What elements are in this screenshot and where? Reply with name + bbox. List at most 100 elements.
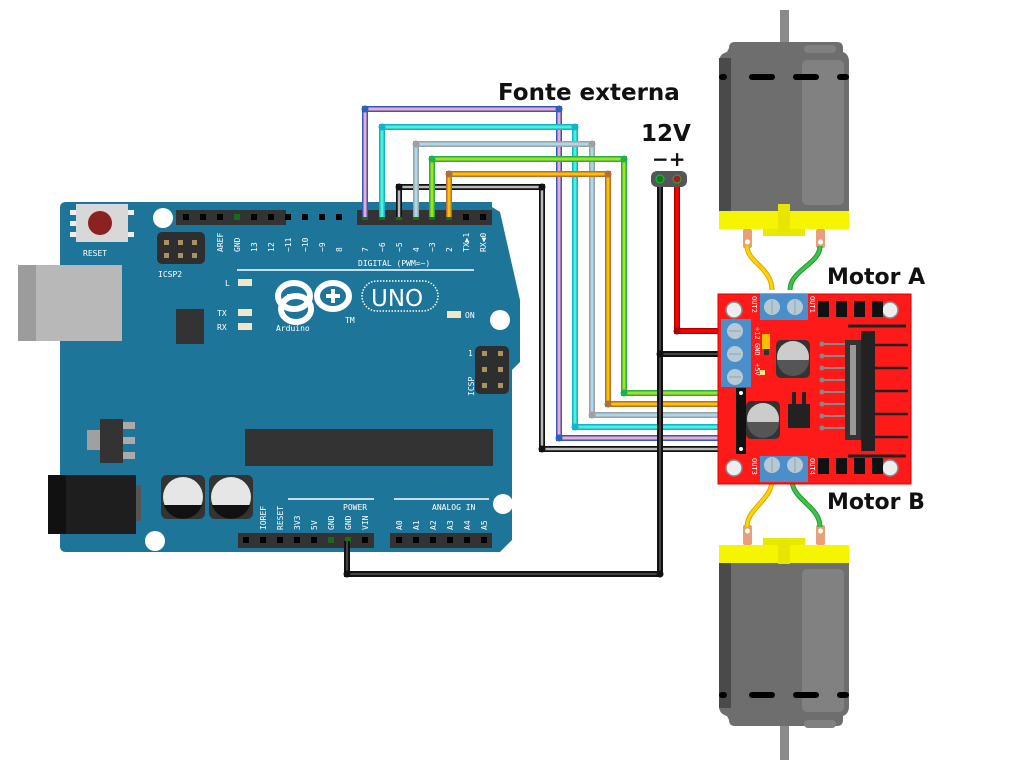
digital-pin-label: ~5 (395, 242, 404, 252)
header-pin[interactable] (183, 214, 189, 220)
out4-label: OUT4 (808, 458, 816, 475)
motor-a-wire-yellow (744, 245, 775, 291)
power-header-pin[interactable] (362, 537, 368, 543)
terminal-out3-out4 (760, 456, 808, 482)
chip-pin-pad (819, 413, 825, 419)
analog-header-pin[interactable] (396, 537, 402, 543)
analog-pin-label: A1 (412, 520, 421, 530)
supply-positive-terminal (672, 174, 682, 184)
uno-label: UNO (371, 286, 423, 312)
5v-jumper[interactable] (762, 334, 770, 349)
mounting-hole (490, 310, 510, 330)
power-header-pin[interactable] (260, 537, 266, 543)
analog-pin-label: A2 (429, 520, 438, 530)
chip-pin-pad (819, 425, 825, 431)
usb-body (36, 265, 122, 341)
polarity-label: −+ (652, 147, 686, 171)
digital-pin-label: AREF (216, 233, 225, 252)
header-pin[interactable] (463, 214, 469, 220)
digital-pin-label: 4 (412, 247, 421, 252)
wire-bend (555, 105, 563, 113)
led-rx-label: RX (217, 323, 227, 332)
led-rx (238, 323, 252, 330)
wire-bend (412, 140, 420, 148)
digital-pin-label: ~6 (378, 242, 387, 252)
header-pin[interactable] (302, 214, 308, 220)
power-header-pin[interactable] (345, 537, 351, 543)
motor-b-label: Motor B (827, 490, 925, 515)
gnd-label: GND (753, 343, 761, 356)
wire-bend (361, 105, 369, 113)
analog-pin-label: A4 (463, 520, 472, 530)
smd-diode (818, 301, 829, 317)
header-pin[interactable] (319, 214, 325, 220)
motor-b-shaft (780, 722, 789, 760)
out2-label: OUT2 (750, 296, 758, 313)
digital-label: DIGITAL (PWM=~) (358, 259, 430, 268)
capacitor (209, 475, 253, 519)
header-pin[interactable] (234, 214, 240, 220)
motor-b-terminal (743, 525, 752, 545)
uno-badge (361, 280, 439, 312)
digital-pin-label: 2 (445, 247, 454, 252)
smd-diode (818, 458, 829, 474)
wire-bend (428, 155, 436, 163)
usb-chip (176, 309, 204, 344)
led-tx (238, 309, 252, 316)
chip-pin-pad (819, 353, 825, 359)
wire-bend (604, 170, 612, 178)
driver-capacitor (776, 340, 810, 378)
mounting-hole (725, 301, 743, 319)
header-pin[interactable] (200, 214, 206, 220)
reset-button[interactable] (70, 204, 134, 242)
led-on (447, 311, 461, 318)
motor-a-terminal (743, 229, 752, 248)
dc-power-jack (48, 475, 141, 534)
driver-input-header (736, 388, 746, 454)
chip-pin-pad (819, 365, 825, 371)
header-pin[interactable] (285, 214, 291, 220)
digital-pin-label: 7 (361, 247, 370, 252)
header-pin[interactable] (336, 214, 342, 220)
wire-arduino-gnd[interactable] (343, 541, 664, 578)
smd-diode (836, 458, 847, 474)
power-header-pin[interactable] (243, 537, 249, 543)
terminal-out1-out2 (760, 294, 808, 320)
header-pin[interactable] (268, 214, 274, 220)
analog-header-pin[interactable] (413, 537, 419, 543)
power-pin-label: GND (327, 515, 336, 530)
mounting-hole (881, 301, 899, 319)
chip-pin-pad (819, 341, 825, 347)
analog-header-pin[interactable] (447, 537, 453, 543)
icsp-pin1-label: 1 (468, 349, 473, 358)
analog-header-pin[interactable] (430, 537, 436, 543)
header-pin[interactable] (251, 214, 257, 220)
power-header (238, 533, 374, 548)
digital-header-left (176, 210, 286, 225)
digital-pin-label: ~9 (318, 242, 327, 252)
wire-bend (395, 183, 403, 191)
power-header-pin[interactable] (311, 537, 317, 543)
header-pin[interactable] (480, 214, 486, 220)
header-pin[interactable] (217, 214, 223, 220)
mounting-hole (725, 459, 743, 477)
power-header-pin[interactable] (294, 537, 300, 543)
smd-diode (854, 458, 865, 474)
external-supply-label: Fonte externa (498, 80, 680, 106)
external-supply-connector (651, 171, 687, 187)
digital-pin-label: 8 (335, 247, 344, 252)
power-header-pin[interactable] (277, 537, 283, 543)
analog-header-pin[interactable] (464, 537, 470, 543)
wire-bend (620, 389, 628, 397)
analog-pin-label: A0 (395, 520, 404, 530)
logo-minus-loop (275, 280, 313, 312)
power-pin-label: 3V3 (293, 515, 302, 530)
analog-header-pin[interactable] (481, 537, 487, 543)
power-header-pin[interactable] (328, 537, 334, 543)
power-pin-label: IOREF (259, 506, 268, 530)
wire-supply-positive[interactable] (673, 180, 738, 335)
l298-chip (819, 324, 908, 458)
smd-diode (836, 301, 847, 317)
tm-label: TM (345, 316, 355, 325)
